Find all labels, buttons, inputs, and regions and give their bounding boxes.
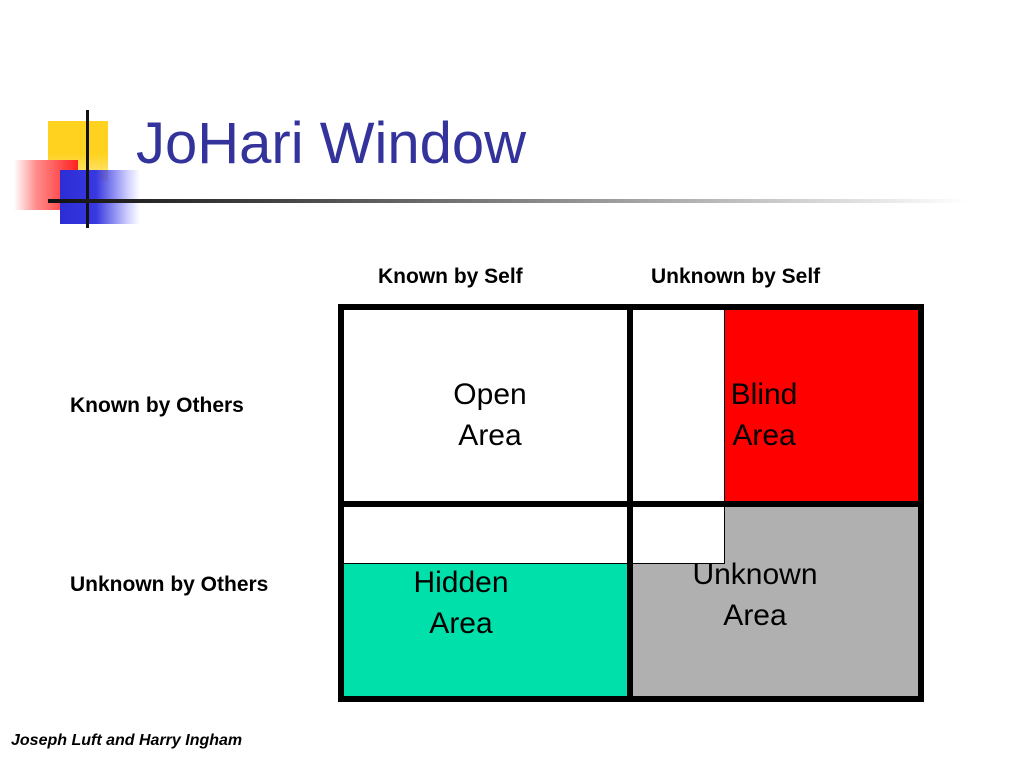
column-header-unknown-by-self: Unknown by Self [651, 265, 821, 288]
hidden-area-cell [344, 507, 627, 696]
unknown-area-label-line1: Unknown [692, 558, 818, 591]
unknown-area-label: Unknown Area [692, 554, 817, 636]
blue-square-decoration [60, 170, 140, 224]
blind-area-label-line1: Blind [730, 378, 798, 411]
hidden-area-label-line2: Area [429, 607, 493, 640]
blind-area-divider [724, 310, 725, 501]
hidden-area-fill [344, 564, 627, 696]
row-header-known-by-others: Known by Others [70, 394, 244, 417]
unknown-area-cell [633, 507, 918, 696]
hidden-area-label: Hidden Area [413, 562, 508, 644]
blind-area-label-line2: Area [732, 419, 796, 452]
open-area-label-line2: Area [458, 419, 522, 452]
unknown-area-corner-divider-v [724, 507, 725, 564]
unknown-area-corner-divider-h [633, 563, 725, 564]
title-underline-rule [48, 199, 968, 203]
unknown-area-label-line2: Area [723, 599, 787, 632]
row-header-unknown-by-others: Unknown by Others [70, 573, 269, 596]
hidden-area-divider [344, 563, 627, 564]
unknown-area-white-corner [633, 507, 725, 564]
blind-area-fill [725, 310, 918, 501]
column-header-known-by-self: Known by Self [378, 265, 523, 288]
slide-logo-decoration [0, 0, 1024, 240]
open-area-label: Open Area [453, 374, 526, 456]
blind-area-cell [633, 310, 918, 501]
slide-title: JoHari Window [136, 111, 526, 176]
open-area-cell [344, 310, 627, 501]
johari-grid [338, 304, 924, 702]
hidden-area-label-line1: Hidden [413, 566, 509, 599]
vertical-rule-decoration [86, 110, 89, 228]
open-area-label-line1: Open [453, 378, 527, 411]
slide-footer-credit: Joseph Luft and Harry Ingham [11, 732, 243, 749]
blind-area-label: Blind Area [731, 374, 798, 456]
